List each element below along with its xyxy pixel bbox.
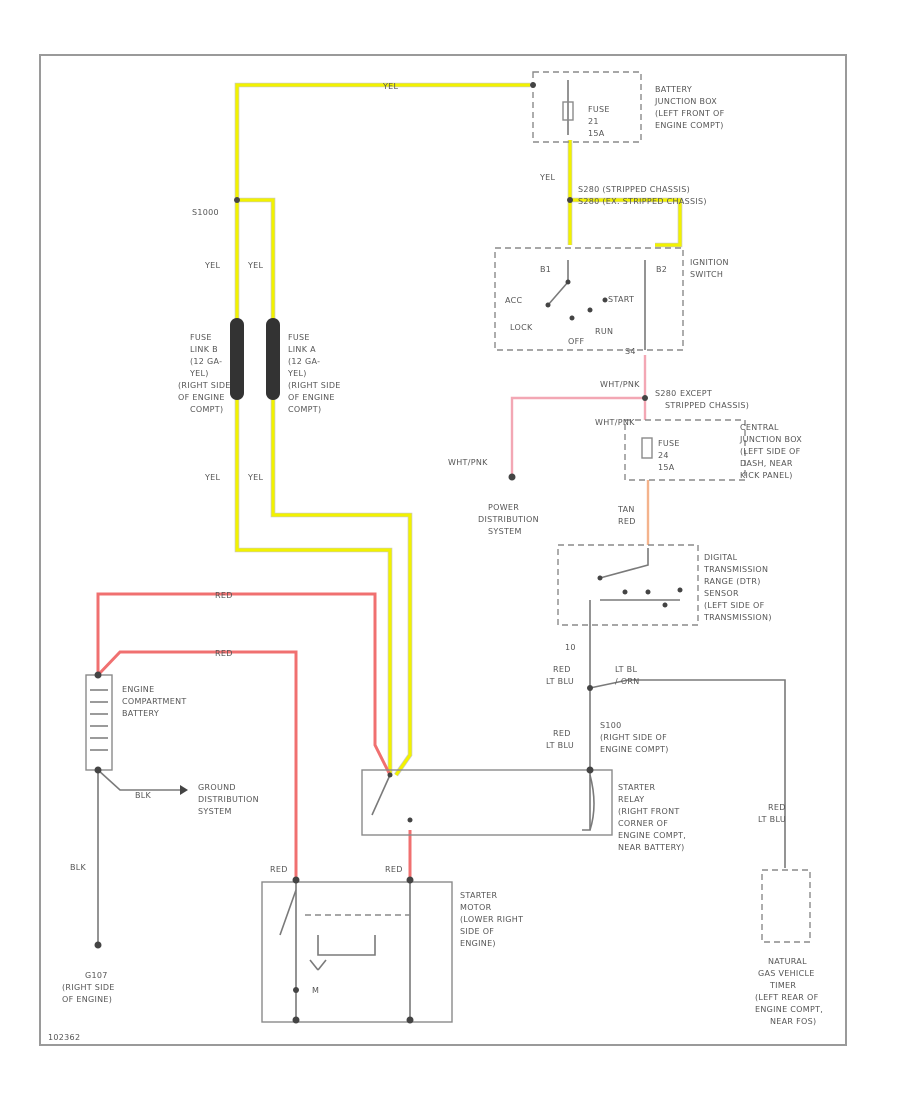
wire-label-blk-gnd: BLK: [135, 791, 152, 800]
wire-label-wht-pnk1: WHT/PNK: [600, 380, 640, 389]
label-ign-run: RUN: [595, 327, 613, 336]
starter-motor-box: [261, 881, 453, 1023]
ignition-switch-box: [494, 247, 684, 351]
wire-label-ltblu-orn: LT BL/ ORN: [615, 665, 640, 686]
wire-label-red-2: RED: [215, 649, 233, 658]
diagram-frame: [39, 54, 847, 1046]
wire-label-red-1: RED: [215, 591, 233, 600]
wire-label-yel-top: YEL: [382, 82, 399, 91]
wire-label-wht-pnk2: WHT/PNK: [595, 418, 635, 427]
label-ign-b1: B1: [540, 265, 551, 274]
ground-dist-arrow: [180, 785, 188, 795]
label-motor-m: M: [312, 986, 319, 995]
grey-wires: [97, 625, 786, 1020]
wire-label-wht-pnk3: WHT/PNK: [448, 458, 488, 467]
label-ign-off: OFF: [568, 337, 584, 346]
wire-label-blk-batt: BLK: [70, 863, 87, 872]
wire-label-yel-l2: YEL: [247, 473, 264, 482]
wire-label-yel-batt: YEL: [539, 173, 556, 182]
wire-label-yel-l1: YEL: [204, 473, 221, 482]
label-ign-start: START: [608, 295, 634, 304]
starter-relay-box: [361, 769, 613, 836]
label-ign-lock: LOCK: [510, 323, 533, 332]
wire-label-red-motor2: RED: [385, 865, 403, 874]
label-ign-s4: S4: [625, 347, 636, 356]
wire-label-yel-s1: YEL: [204, 261, 221, 270]
fuse-link-a: [266, 318, 280, 400]
label-ign-acc: ACC: [505, 296, 523, 305]
ngv-timer-box: [761, 869, 811, 943]
splice-nodes: [94, 82, 648, 1024]
splice-s1000: S1000: [192, 208, 219, 217]
figure-code: 102362: [48, 1033, 80, 1042]
battery-junction-box: [532, 71, 642, 143]
central-junction-box: [624, 419, 746, 481]
wire-label-red-motor1: RED: [270, 865, 288, 874]
label-dtr-pin: 10: [565, 643, 576, 652]
label-s280-note: S280 (STRIPPED CHASSIS)S280 (EX. STRIPPE…: [578, 185, 707, 206]
fuse-link-b: [230, 318, 244, 400]
wht-pnk-wire: [510, 355, 647, 477]
wire-label-yel-s2: YEL: [247, 261, 264, 270]
red-wires: [96, 592, 412, 880]
label-ign-b2: B2: [656, 265, 667, 274]
dtr-sensor-box: [557, 544, 699, 626]
